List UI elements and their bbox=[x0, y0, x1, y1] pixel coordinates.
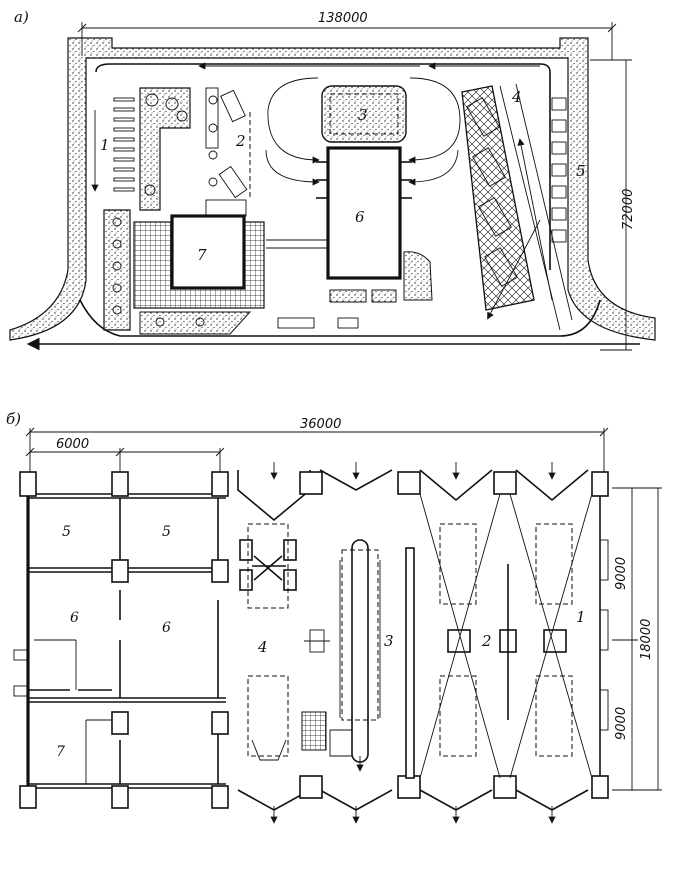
post-4-label: 4 bbox=[257, 638, 268, 656]
post-1-label: 1 bbox=[576, 608, 586, 626]
room-5b-label: 5 bbox=[162, 524, 171, 540]
total-width-text: 36000 bbox=[300, 417, 341, 432]
zone-6-label: 6 bbox=[355, 208, 365, 226]
post-3-label: 3 bbox=[384, 632, 394, 650]
zone-2-label: 2 bbox=[235, 132, 246, 150]
zone-6-main-building bbox=[277, 146, 433, 329]
room-7-label: 7 bbox=[56, 744, 65, 760]
zone-7-building bbox=[103, 209, 265, 335]
total-height-text: 18000 bbox=[639, 619, 654, 660]
posts-1-2-bays bbox=[419, 493, 593, 779]
width-dimension-text: 138000 bbox=[318, 11, 368, 26]
auxiliary-rooms-block bbox=[13, 471, 229, 809]
floor-plan: б) 36000 6000 9000 18000 9000 bbox=[6, 410, 662, 824]
zone-5-label: 5 bbox=[576, 162, 586, 180]
loop-arrow-right bbox=[408, 77, 461, 164]
zone-4-parking bbox=[461, 83, 573, 331]
zone-7-label: 7 bbox=[197, 246, 207, 264]
bay-width-text: 6000 bbox=[56, 437, 89, 452]
service-hall bbox=[237, 462, 609, 824]
zone-1-label: 1 bbox=[100, 136, 110, 154]
post-2-label: 2 bbox=[481, 632, 492, 650]
zone-3-label: 3 bbox=[358, 106, 368, 124]
post-3-conveyor bbox=[329, 539, 381, 772]
site-plan: а) 138000 72000 1 bbox=[9, 8, 656, 351]
post-4-lift bbox=[239, 523, 330, 761]
zone-3-building bbox=[321, 85, 407, 143]
height-dimension-text: 72000 bbox=[621, 189, 636, 230]
room-6a-label: 6 bbox=[70, 610, 79, 626]
lower-height-text: 9000 bbox=[614, 707, 629, 740]
panel-b-label: б) bbox=[6, 410, 21, 428]
panel-a-label: а) bbox=[14, 8, 29, 26]
room-6b-label: 6 bbox=[162, 620, 171, 636]
upper-height-text: 9000 bbox=[614, 557, 629, 590]
green-belt bbox=[139, 87, 191, 211]
zone-2-parking bbox=[205, 87, 251, 217]
parking-rows-zone-1 bbox=[113, 97, 135, 192]
zone-5-parking bbox=[551, 97, 567, 243]
zone-4-label: 4 bbox=[511, 88, 522, 106]
loop-arrow-left bbox=[267, 77, 320, 164]
room-5a-label: 5 bbox=[62, 524, 71, 540]
